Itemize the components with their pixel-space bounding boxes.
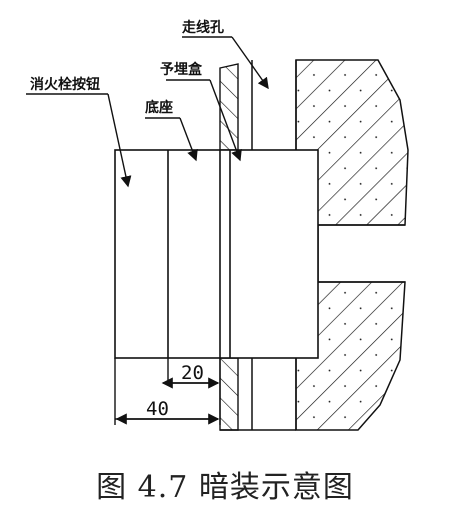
- device-body: [114, 149, 319, 359]
- label-button: 消火栓按钮: [30, 76, 100, 93]
- installation-diagram: 20 40 消火栓按钮 底座 予埋盒 走线孔: [26, 19, 409, 431]
- embedded-box-wall-top: [219, 63, 239, 151]
- embedded-box-wall-bottom: [219, 357, 239, 431]
- label-box: 予埋盒: [160, 61, 203, 78]
- leader-hole: [231, 36, 269, 90]
- leader-box: [209, 79, 242, 162]
- leader-button: [107, 93, 132, 188]
- figure-caption: 图 4.7 暗装示意图: [96, 470, 354, 505]
- label-base: 底座: [145, 99, 173, 116]
- label-hole: 走线孔: [182, 19, 224, 36]
- dim-outer-value: 40: [146, 398, 169, 420]
- leader-base: [179, 117, 198, 162]
- dim-inner-value: 20: [181, 362, 204, 384]
